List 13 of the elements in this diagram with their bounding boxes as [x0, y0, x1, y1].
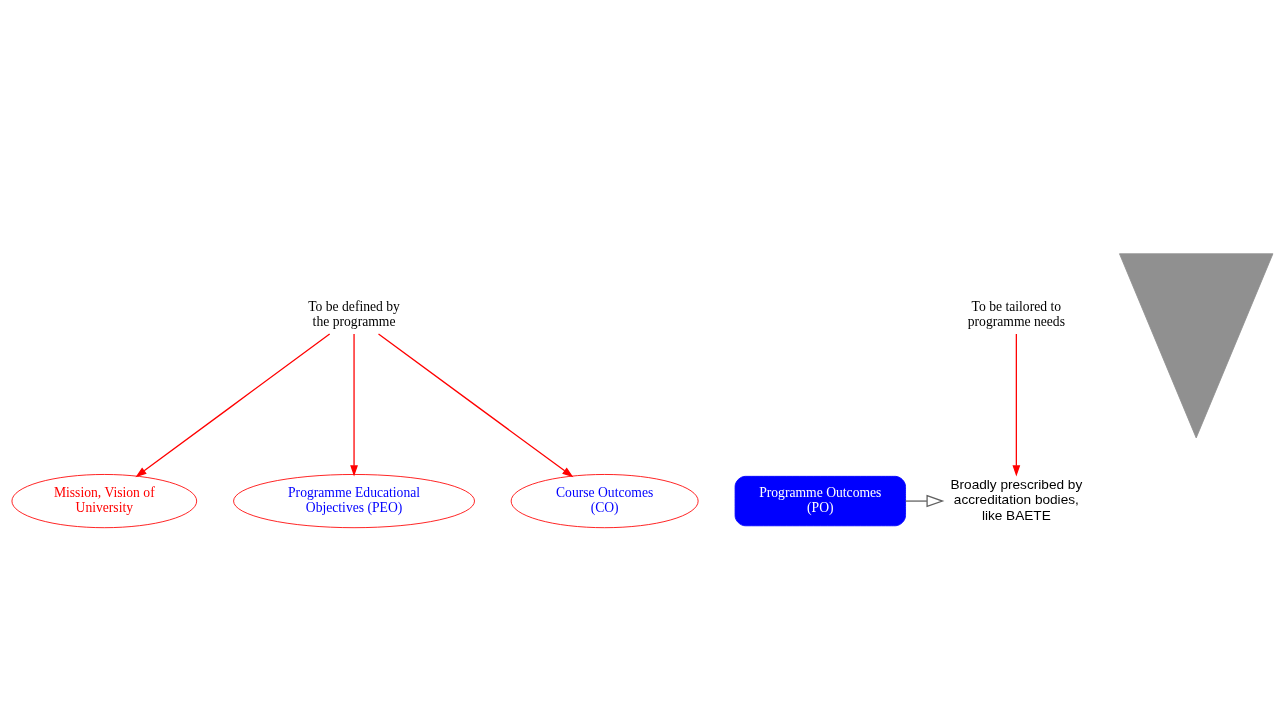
node-text: Broadly prescribed by accreditation bodies, like BAETE	[950, 476, 1083, 523]
arrow	[1012, 333, 1021, 477]
arrow	[135, 333, 331, 478]
node-triangle	[1119, 253, 1274, 439]
node-ellipse: Course Outcomes (CO)	[510, 474, 699, 529]
node-text: To be defined by the programme	[308, 298, 400, 330]
node-ellipse: Mission, Vision of University	[11, 474, 198, 529]
arrow	[905, 494, 945, 508]
node-ellipse: Programme Educational Objectives (PEO)	[233, 474, 475, 529]
node-text: To be tailored to programme needs	[967, 298, 1065, 330]
node-box: Programme Outcomes (PO)	[734, 475, 906, 527]
arrow	[350, 333, 358, 477]
arrow	[377, 333, 574, 478]
